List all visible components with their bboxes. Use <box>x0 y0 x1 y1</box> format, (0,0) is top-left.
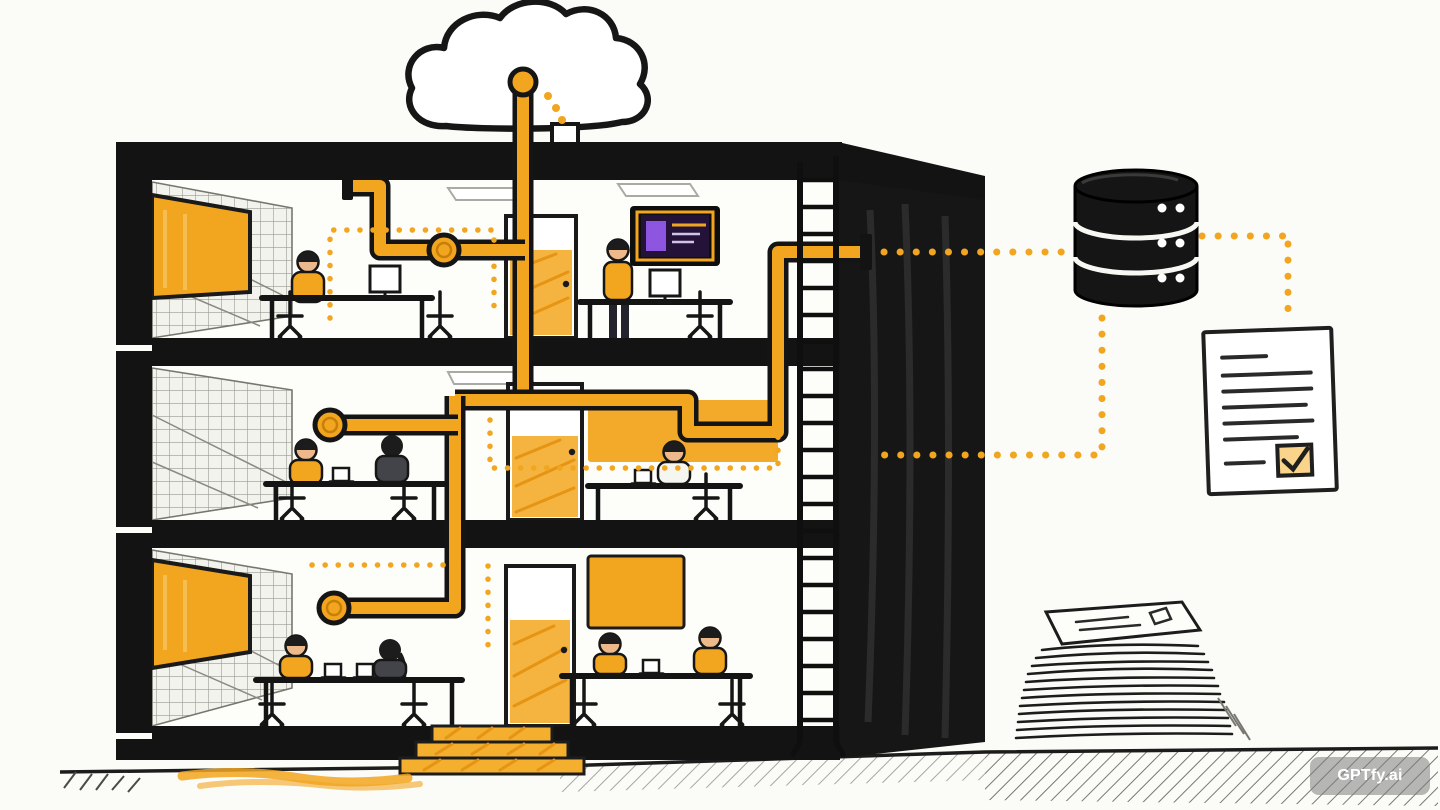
floor-1-occupants <box>253 626 753 730</box>
screen-purple-panel <box>646 221 666 251</box>
exterior-dotted-lines <box>868 232 1292 459</box>
pipe-flange <box>342 172 353 200</box>
interior-dotted-lines <box>309 227 781 653</box>
pipe-junction <box>312 66 539 626</box>
cloud-icon <box>405 0 651 132</box>
roof-vent <box>550 122 580 146</box>
floor-2-occupants <box>263 435 743 524</box>
document-icon <box>1201 325 1339 497</box>
pipe-drip-dots <box>544 92 566 124</box>
ground-hatch-left <box>63 771 141 793</box>
person-sitting <box>656 440 692 486</box>
pipe-flange <box>860 234 872 270</box>
person-sitting <box>278 634 314 680</box>
person-sitting <box>592 632 628 676</box>
floor-3-occupants <box>259 238 733 342</box>
orange-panel-floor-1 <box>150 557 252 671</box>
person-sitting <box>692 626 728 676</box>
data-pipes <box>312 66 872 626</box>
database-icon <box>1072 168 1200 308</box>
database-indicator-dots <box>1157 203 1185 283</box>
orange-panel-floor-3 <box>150 192 252 301</box>
paper-stack-icon <box>1014 600 1251 741</box>
orange-board-floor-1 <box>586 554 686 630</box>
watermark-badge[interactable]: GPTfy.ai <box>1310 757 1430 795</box>
grid-wall-floor-2 <box>151 367 293 521</box>
ladder <box>789 156 847 758</box>
orange-path-scribble <box>177 767 423 791</box>
building <box>116 142 985 760</box>
person-sitting <box>290 250 326 304</box>
door-floor-1 <box>504 564 576 728</box>
check-icon <box>1281 446 1310 473</box>
person-standing <box>602 238 634 338</box>
watermark-label: GPTfy.ai <box>1337 767 1403 784</box>
entrance-steps <box>398 724 586 776</box>
wall-monitor <box>630 206 720 266</box>
